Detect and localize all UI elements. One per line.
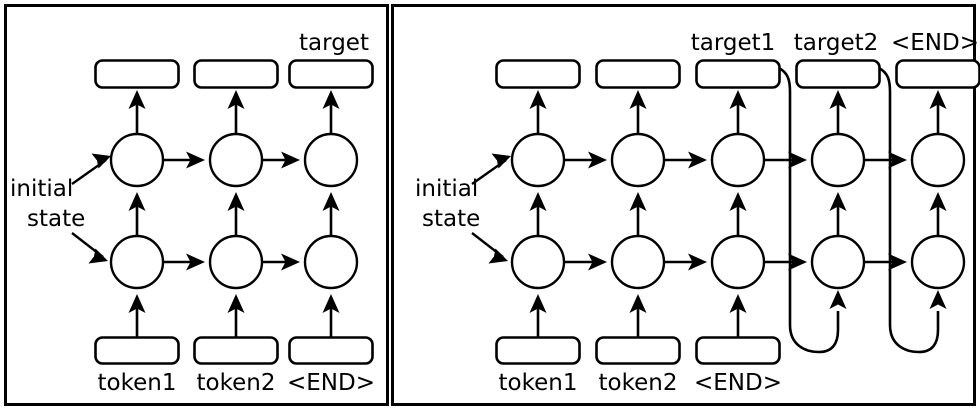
rnn-cell-icon[interactable]: [910, 132, 966, 188]
left-column-3: target <END>: [287, 30, 375, 396]
left-column-1: token1: [94, 59, 180, 396]
initial-state-label-line1: initial: [10, 176, 73, 202]
left-initial-state: initial state: [10, 153, 111, 264]
output-label: target1: [691, 30, 776, 56]
output-slot-box[interactable]: [595, 59, 681, 89]
rnn-cell-icon[interactable]: [109, 132, 165, 188]
rnn-cell-icon[interactable]: [510, 234, 566, 290]
output-slot-box[interactable]: [795, 59, 881, 89]
output-slot-box[interactable]: [695, 59, 781, 89]
input-label: token2: [599, 370, 678, 396]
input-label: <END>: [694, 370, 782, 396]
rnn-cell-icon[interactable]: [910, 234, 966, 290]
right-panel-content: token1 token2 target1: [415, 30, 980, 396]
feedback-connection-1: [778, 66, 847, 354]
input-slot-box[interactable]: [193, 336, 279, 365]
rnn-cell-icon[interactable]: [510, 132, 566, 188]
output-slot-box[interactable]: [495, 59, 581, 89]
output-slot-box[interactable]: [193, 59, 279, 89]
panel-border-right: [391, 4, 976, 406]
rnn-cell-icon[interactable]: [610, 234, 666, 290]
input-slot-box[interactable]: [94, 336, 180, 365]
rnn-cell-icon[interactable]: [303, 234, 359, 290]
input-slot-box[interactable]: [288, 336, 374, 365]
right-column-2: token2: [595, 59, 681, 396]
left-recurrent-top: [163, 151, 300, 169]
rnn-cell-icon[interactable]: [303, 132, 359, 188]
output-label: <END>: [891, 30, 979, 56]
rnn-cell-icon[interactable]: [710, 132, 766, 188]
left-recurrent-bottom: [163, 253, 300, 271]
rnn-cell-icon[interactable]: [810, 132, 866, 188]
rnn-cell-icon[interactable]: [109, 234, 165, 290]
input-label: token1: [98, 370, 177, 396]
rnn-cell-icon[interactable]: [810, 234, 866, 290]
rnn-cell-icon[interactable]: [710, 234, 766, 290]
initial-state-label-line2: state: [27, 206, 85, 232]
input-slot-box[interactable]: [595, 336, 681, 365]
right-recurrent-bottom: [564, 253, 907, 271]
initial-state-label-line2: state: [422, 206, 480, 232]
rnn-cell-icon[interactable]: [208, 234, 264, 290]
input-slot-box[interactable]: [495, 336, 581, 365]
left-column-2: token2: [193, 59, 279, 396]
left-panel-content: token1 token2 target: [10, 30, 375, 396]
input-label: token1: [499, 370, 578, 396]
input-label: <END>: [287, 370, 375, 396]
output-label: target: [299, 30, 369, 56]
output-slot-box[interactable]: [288, 59, 374, 89]
rnn-cell-icon[interactable]: [610, 132, 666, 188]
right-column-5: <END>: [891, 30, 980, 290]
initial-state-label-line1: initial: [415, 176, 478, 202]
output-label: target2: [794, 30, 879, 56]
output-slot-box[interactable]: [895, 59, 980, 89]
rnn-cell-icon[interactable]: [208, 132, 264, 188]
right-recurrent-top: [564, 151, 907, 169]
right-column-3: target1 <END>: [691, 30, 782, 396]
output-slot-box[interactable]: [94, 59, 180, 89]
input-slot-box[interactable]: [695, 336, 781, 365]
input-label: token2: [197, 370, 276, 396]
feedback-connection-2: [878, 66, 947, 354]
right-initial-state: initial state: [415, 153, 511, 264]
